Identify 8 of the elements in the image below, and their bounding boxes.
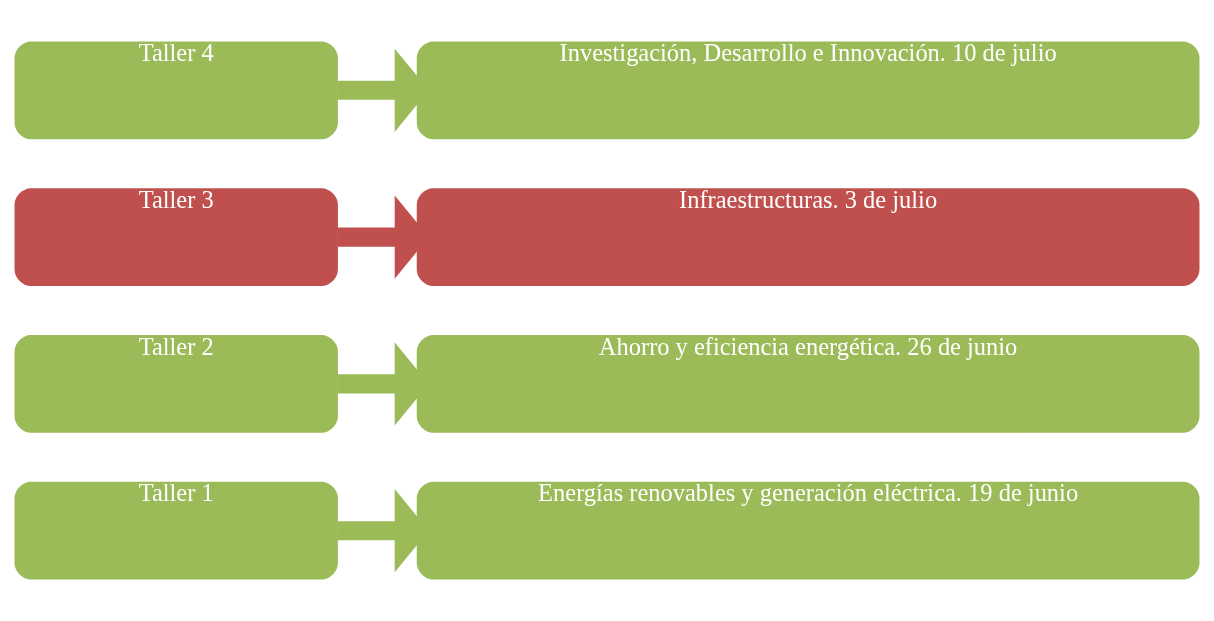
node-box: Infraestructuras. 3 de julio [416, 188, 1200, 287]
node-box: Energías renovables y generación eléctrica. 19 de junio [416, 481, 1200, 580]
node-box: Taller 4 [14, 41, 338, 140]
node-box: Taller 2 [14, 334, 338, 433]
node-box: Taller 3 [14, 188, 338, 287]
node-box: Investigación, Desarrollo e Innovación. 10 de julio [416, 41, 1200, 140]
node-box: Taller 1 [14, 481, 338, 580]
node-box: Ahorro y eficiencia energética. 26 de junio [416, 334, 1200, 433]
